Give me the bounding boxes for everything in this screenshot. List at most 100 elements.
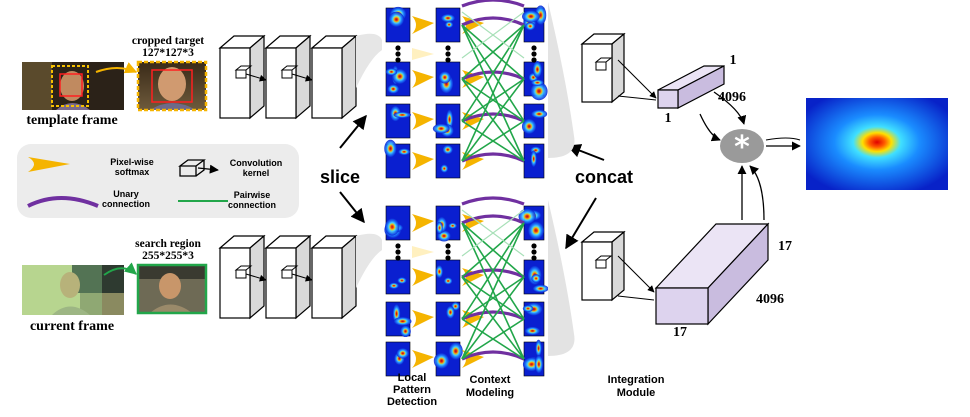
feature-map xyxy=(385,259,411,295)
stage-local-3: Detection xyxy=(387,396,437,408)
concat-label: concat xyxy=(575,167,633,187)
ellipsis-dot xyxy=(445,57,451,63)
pairwise-connection xyxy=(461,78,525,162)
stage-context-1: Context xyxy=(470,374,511,386)
template-to-xcorr-arrow-2 xyxy=(713,91,747,125)
search-width-label: 17 xyxy=(673,325,687,340)
pairwise-connection xyxy=(461,222,525,320)
ellipsis-dot xyxy=(395,249,401,255)
unary-connection xyxy=(461,196,525,206)
feature-map xyxy=(432,103,461,139)
current-frame-label: current frame xyxy=(30,319,114,334)
template-frame-photo xyxy=(22,62,124,110)
search-region-image xyxy=(136,263,208,315)
ellipsis-dot xyxy=(445,45,451,51)
template-width-label: 1 xyxy=(665,111,672,126)
ellipsis-dot xyxy=(531,243,537,249)
conv-layer-3 xyxy=(310,34,358,120)
ellipsis-dot xyxy=(445,243,451,249)
integration-conv-side xyxy=(611,32,625,104)
pairwise-connection xyxy=(461,24,525,80)
conv-layer-2 xyxy=(264,34,313,120)
feature-map xyxy=(435,259,461,295)
template-conv-layers xyxy=(218,33,382,120)
feature-map xyxy=(433,341,463,377)
integration-to-feature-line xyxy=(617,95,657,101)
conv-layer-2 xyxy=(264,234,313,320)
pairwise-connection xyxy=(461,24,525,122)
feature-map xyxy=(523,61,548,101)
ellipsis-dot xyxy=(531,45,537,51)
ellipsis-dot xyxy=(531,255,537,261)
feature-map xyxy=(435,301,461,337)
legend-unary-label: Unary xyxy=(113,189,139,199)
unary-connection-icon xyxy=(27,196,99,208)
softmax-icon xyxy=(412,268,434,286)
concat-arrow-up xyxy=(566,144,605,161)
legend-conv-label: Convolution xyxy=(230,158,283,168)
conv-kernel-icon xyxy=(594,255,613,269)
ellipsis-dot xyxy=(395,57,401,63)
template-channels-label: 4096 xyxy=(718,90,746,105)
convolution-symbol: * xyxy=(734,130,750,165)
feature-map xyxy=(384,139,411,179)
concat-funnel xyxy=(548,200,575,356)
feature-map xyxy=(522,339,545,377)
search-to-xcorr-arrow-2 xyxy=(749,165,765,221)
softmax-icon xyxy=(412,214,434,232)
integration-to-feature-arrow xyxy=(617,59,657,99)
pairwise-connection xyxy=(461,120,525,162)
stage-integ-2: Module xyxy=(617,387,656,399)
softmax-icon xyxy=(412,310,434,328)
conv-kernel-icon xyxy=(594,57,613,71)
unary-connection xyxy=(461,16,525,27)
slice-arrow-down xyxy=(339,191,365,224)
template-crop-arrow xyxy=(95,62,138,74)
legend-pairwise-label-2: connection xyxy=(228,200,276,210)
softmax-icon xyxy=(412,70,434,88)
feature-map xyxy=(384,205,411,241)
softmax-icon xyxy=(412,350,434,368)
feature-map xyxy=(523,259,549,295)
feature-map xyxy=(435,7,461,43)
conv-kernel-icon xyxy=(178,159,219,177)
softmax-icon xyxy=(412,16,434,34)
concat-arrow-down xyxy=(565,197,597,250)
softmax-icon-faded xyxy=(412,246,434,258)
softmax-icon xyxy=(412,112,434,130)
integration-to-feature-arrow xyxy=(617,255,655,293)
feature-map xyxy=(385,61,411,97)
pairwise-connection xyxy=(461,222,525,360)
softmax-icon-faded xyxy=(412,48,434,60)
feature-map xyxy=(385,301,412,338)
concat-funnel xyxy=(548,2,575,158)
response-heatmap xyxy=(806,98,948,190)
cross-correlation-node: * xyxy=(720,129,764,165)
pairwise-connection xyxy=(461,209,525,257)
pairwise-connection xyxy=(461,318,525,360)
ellipsis-dot xyxy=(445,255,451,261)
softmax-icon xyxy=(412,152,434,170)
template-cropped-target xyxy=(136,60,208,112)
stage-local-2: Pattern xyxy=(393,384,431,396)
template-crop-title: cropped target xyxy=(132,35,204,47)
search-feature-block xyxy=(654,222,770,326)
feature-map xyxy=(521,103,548,139)
legend-conv-label-2: kernel xyxy=(243,168,270,178)
pairwise-connection xyxy=(461,276,525,360)
search-channels-label: 4096 xyxy=(756,292,784,307)
conv-layer-3 xyxy=(310,234,358,320)
search-depth-label: 17 xyxy=(778,239,792,254)
pairwise-connection xyxy=(461,24,525,162)
pairwise-connection xyxy=(461,78,525,122)
integration-conv-front xyxy=(581,43,613,103)
search-crop-size: 255*255*3 xyxy=(142,250,194,262)
legend-softmax-label-2: softmax xyxy=(115,167,150,177)
template-depth-label: 1 xyxy=(730,53,737,68)
feature-map xyxy=(435,61,461,97)
slice-label: slice xyxy=(320,167,360,187)
unary-connection xyxy=(461,112,525,123)
legend-unary-label-2: connection xyxy=(102,199,150,209)
unary-connection xyxy=(461,0,525,8)
